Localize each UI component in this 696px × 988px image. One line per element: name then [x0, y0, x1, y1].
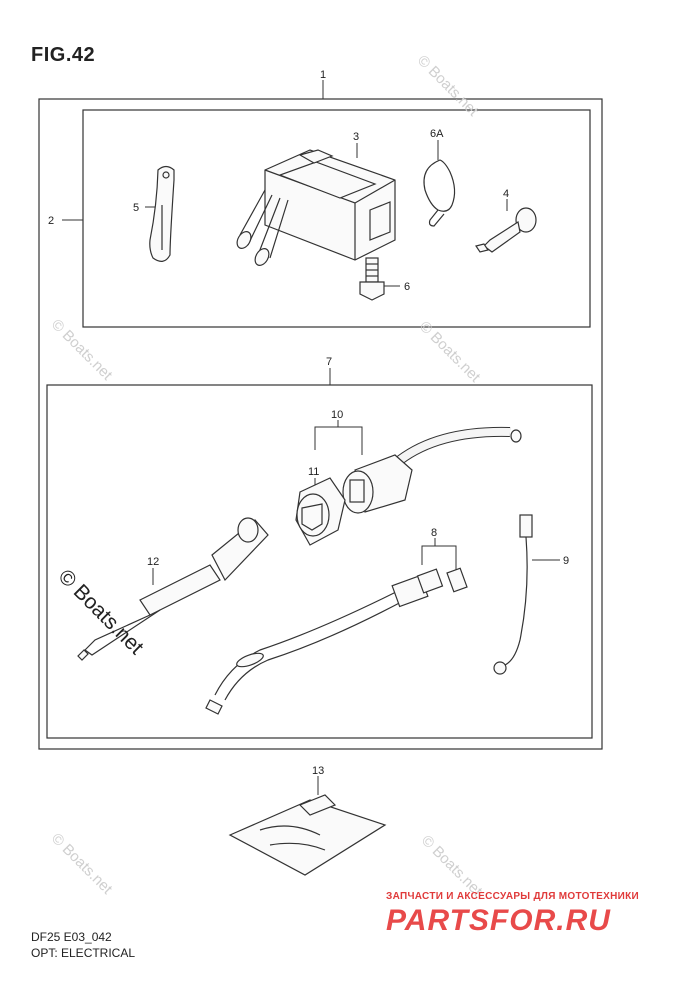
callout-3: 3 — [353, 131, 359, 143]
kit-7-frame — [46, 384, 593, 739]
callout-10: 10 — [331, 409, 343, 421]
callout-1: 1 — [320, 69, 326, 81]
outer-frame — [38, 98, 603, 750]
part-6a-clamp — [423, 159, 456, 227]
callout-12: 12 — [147, 556, 159, 568]
banner-brand-logo: PARTSFOR.RU — [386, 904, 611, 937]
figure-code: DF25 E03_042 — [31, 930, 112, 944]
leader-lines — [62, 80, 560, 795]
part-6-bolt — [359, 257, 385, 301]
callout-13: 13 — [312, 765, 324, 777]
callout-labels: 1 2 3 6A 4 5 6 7 10 11 12 8 9 13 — [48, 69, 569, 777]
part-11-boot — [295, 477, 346, 546]
figure-title: FIG.42 — [31, 44, 96, 66]
callout-6a: 6A — [430, 128, 444, 140]
kit-2-frame — [82, 109, 591, 328]
part-4-stud — [475, 207, 537, 253]
callout-11: 11 — [308, 466, 319, 478]
part-5-clip — [149, 165, 175, 262]
callout-8: 8 — [431, 527, 437, 539]
callout-5: 5 — [133, 202, 139, 214]
callout-4: 4 — [503, 188, 509, 200]
part-12-lead — [77, 517, 269, 661]
callout-9: 9 — [563, 555, 569, 567]
banner-tagline: ЗАПЧАСТИ И АКСЕССУАРЫ ДЛЯ МОТОТЕХНИКИ — [386, 891, 639, 902]
callout-7: 7 — [326, 356, 332, 368]
callout-6: 6 — [404, 281, 410, 293]
part-3-regulator — [236, 149, 396, 266]
part-13-bag — [228, 794, 387, 876]
callout-2: 2 — [48, 215, 54, 227]
figure-name: OPT: ELECTRICAL — [31, 946, 136, 960]
part-10-connector — [342, 426, 522, 514]
part-8-harness — [205, 567, 468, 715]
part-9-sensor — [493, 514, 533, 675]
